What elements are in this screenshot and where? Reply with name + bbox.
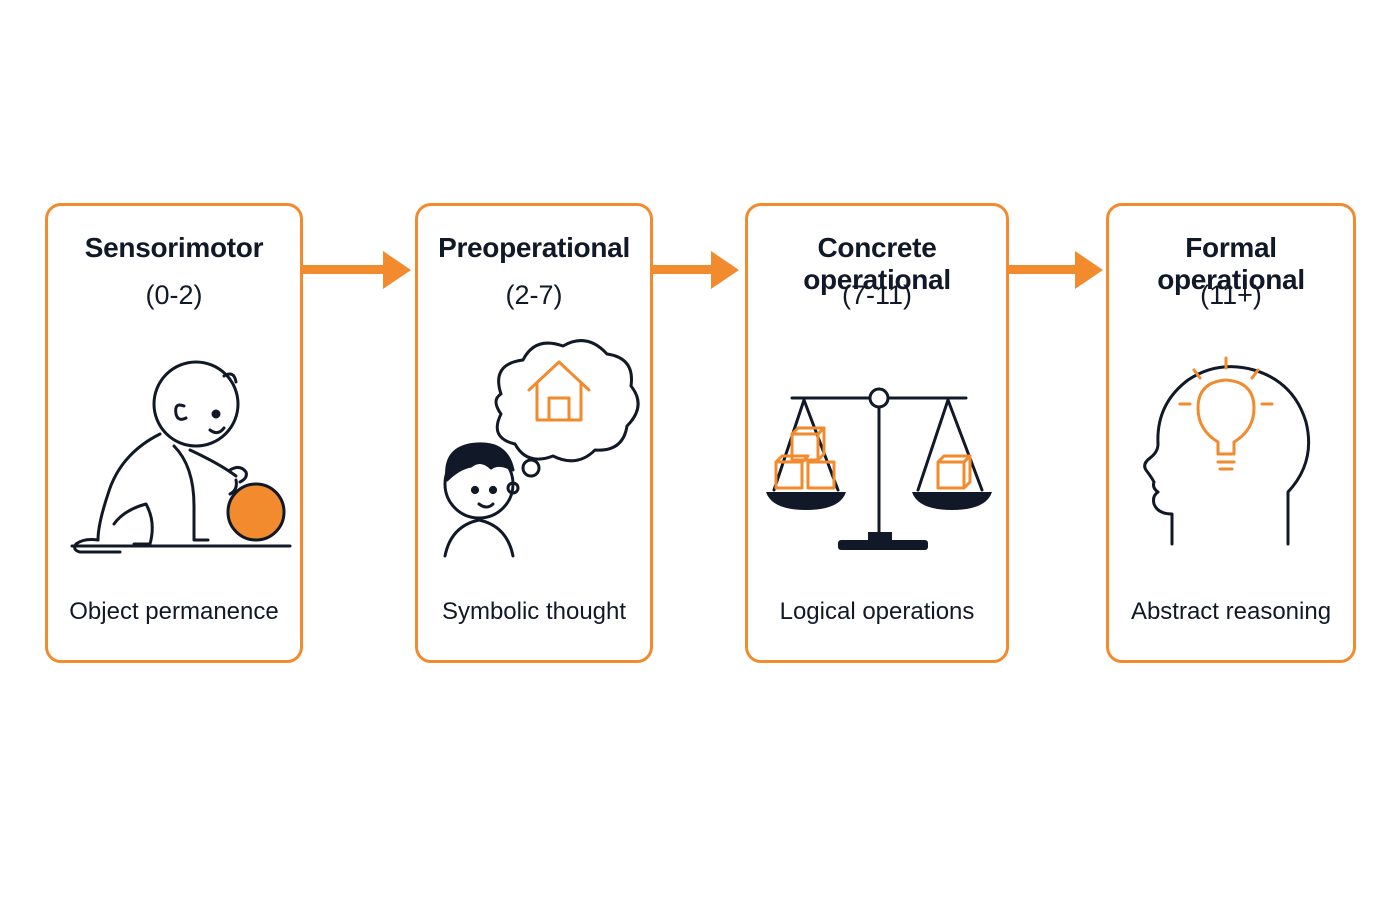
- arrow-right-icon: [303, 251, 411, 289]
- stage-age-range: (11+): [1200, 280, 1262, 310]
- child-thinking-of-house-icon: [443, 339, 640, 558]
- ball-icon: [226, 482, 286, 542]
- stage-title: Preoperational: [438, 232, 630, 263]
- stage-title: Concrete operational: [803, 232, 951, 295]
- stage-title: Sensorimotor: [84, 232, 264, 263]
- arrow-right-icon: [653, 251, 739, 289]
- stage-age-range: (7-11): [841, 280, 913, 310]
- arrow-right-icon: [1009, 251, 1103, 289]
- stage-caption: Abstract reasoning: [1130, 598, 1332, 625]
- stage-age-range: (2-7): [505, 280, 563, 310]
- block-icon: [936, 454, 972, 490]
- house-icon: [527, 360, 591, 422]
- stage-caption: Object permanence: [69, 598, 279, 625]
- stage-card-sensorimotor: Sensorimotor (0-2): [45, 203, 303, 663]
- balance-scale-with-blocks-icon: [766, 387, 992, 550]
- lightbulb-icon: [1178, 356, 1274, 471]
- stage-card-concrete-operational: Concrete operational (7-11): [745, 203, 1009, 663]
- head-with-lightbulb-icon: [1143, 356, 1311, 546]
- stage-card-preoperational: Preoperational (2-7): [415, 203, 653, 663]
- stage-caption: Logical operations: [779, 598, 975, 625]
- stage-age-range: (0-2): [145, 280, 203, 310]
- crawling-baby-with-ball-icon: [70, 360, 292, 554]
- stage-title: Formal operational: [1157, 232, 1305, 295]
- block-icon: [774, 426, 836, 490]
- stage-caption: Symbolic thought: [441, 598, 627, 625]
- stage-card-formal-operational: Formal operational (11+): [1106, 203, 1356, 663]
